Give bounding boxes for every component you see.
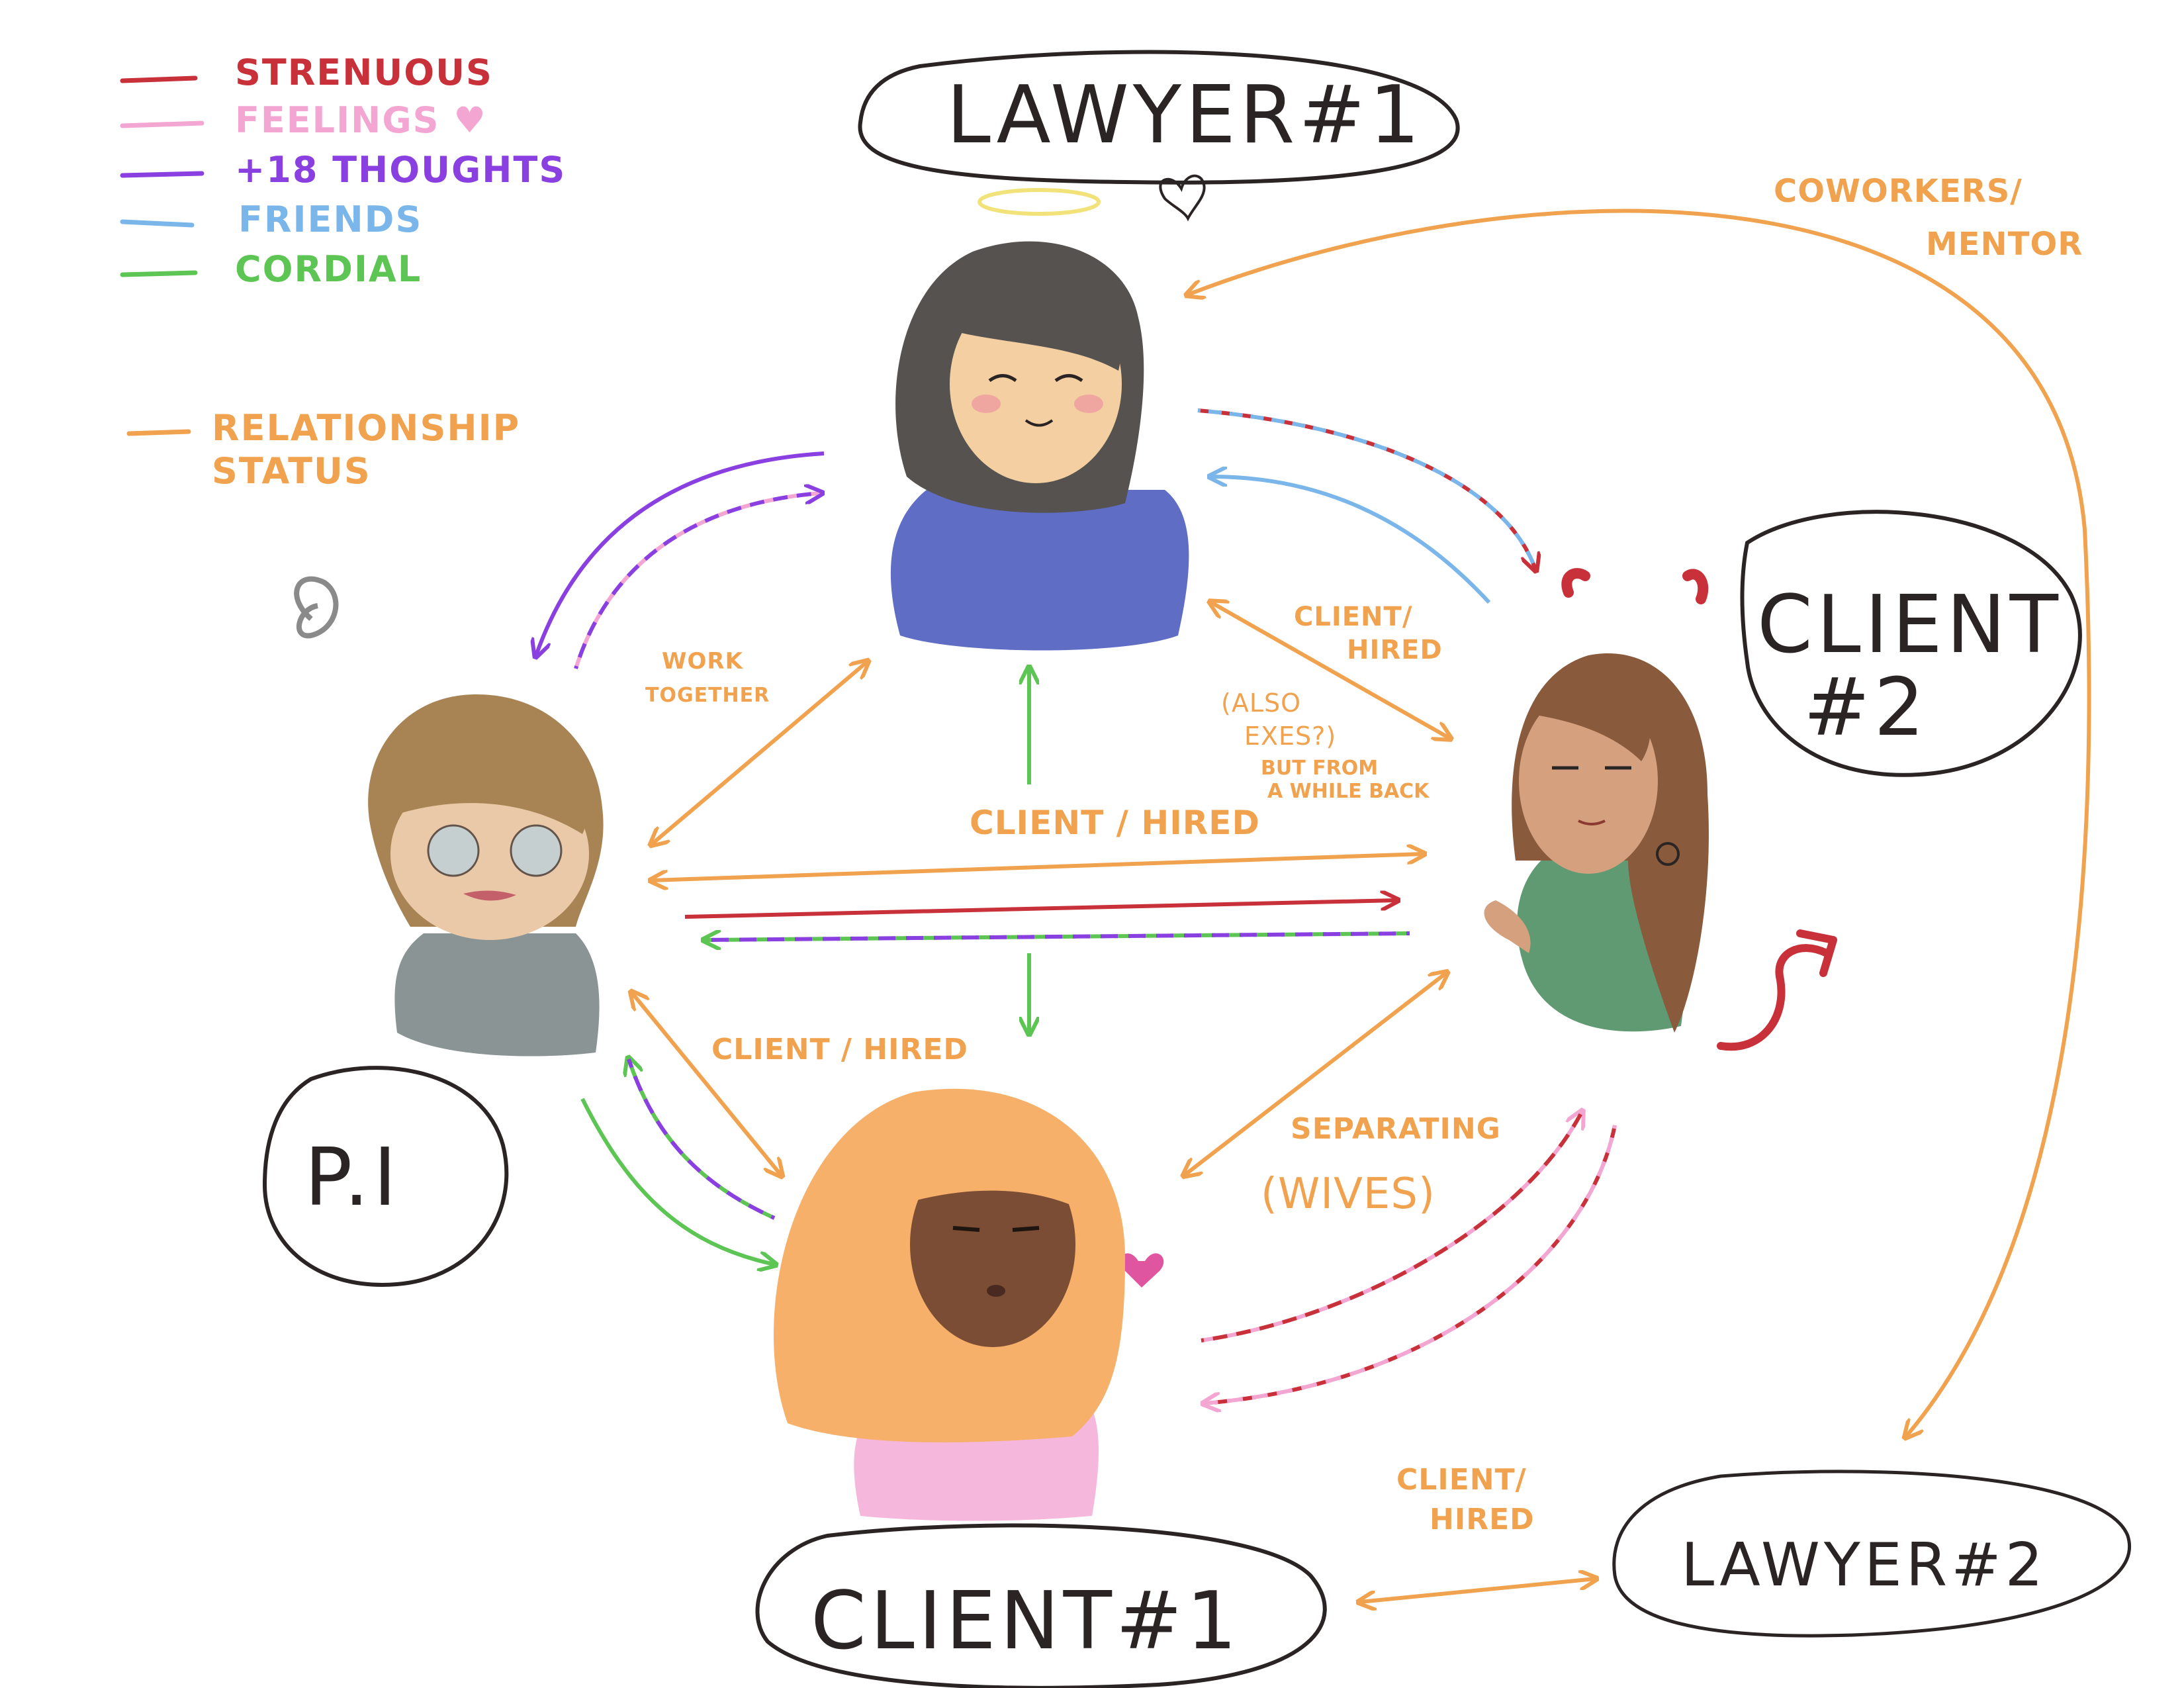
label-coworkers: COWORKERS/	[1774, 173, 2023, 210]
label-also: (ALSO	[1221, 688, 1301, 718]
devil-horn-icon	[1682, 569, 1709, 604]
lawyer1-label: LAWYER#1	[946, 70, 1424, 162]
arrow-work-together	[652, 662, 867, 844]
client1-portrait	[773, 1088, 1164, 1521]
client1-label: CLIENT#1	[811, 1575, 1241, 1667]
arrow-separating-wives	[1185, 973, 1446, 1175]
legend-label-strenuous: STRENUOUS	[235, 52, 493, 93]
legend-item-strenuous: STRENUOUS	[120, 52, 493, 93]
legend-label-friends: FRIENDS	[238, 199, 422, 240]
legend-label-18-thoughts: +18 THOUGHTS	[235, 149, 566, 191]
legend-label-feelings: FEELINGS ♥	[235, 99, 487, 141]
legend-label-relationship: RELATIONSHIP	[212, 407, 520, 449]
arrow-coworkers-mentor	[1188, 209, 2091, 1436]
scribble-frustration-icon	[294, 576, 339, 639]
label-hired-l2: HIRED	[1430, 1503, 1535, 1536]
legend: STRENUOUS FEELINGS ♥ +18 THOUGHTS FRIEND…	[120, 52, 566, 492]
heart-outline-icon	[1159, 174, 1206, 222]
label-client-hired-pi: CLIENT / HIRED	[711, 1033, 968, 1066]
arrow-pi-to-client1	[580, 1098, 774, 1264]
label-separating: SEPARATING	[1291, 1112, 1501, 1146]
label-together: TOGETHER	[645, 684, 770, 707]
legend-item-cordial: CORDIAL	[120, 248, 422, 290]
lawyer2-label: LAWYER#2	[1681, 1530, 2047, 1600]
lawyer1-portrait	[890, 174, 1206, 651]
client2-label-line2: #2	[1803, 662, 1929, 754]
legend-item-friends: FRIENDS	[120, 199, 422, 240]
arrow-lawyer1-client2-hired	[1211, 602, 1449, 738]
label-while-back: A WHILE BACK	[1267, 780, 1430, 803]
arrow-lawyer1-to-pi	[536, 451, 825, 655]
lawyer2-bubble: LAWYER#2	[1612, 1470, 2131, 1638]
devil-tail-icon	[1717, 944, 1831, 1051]
label-exes: EXES?)	[1244, 722, 1336, 751]
label-client-hired-l1: CLIENT/	[1294, 602, 1412, 632]
legend-label-cordial: CORDIAL	[235, 248, 422, 290]
legend-item-relationship-status: RELATIONSHIP STATUS	[126, 407, 520, 492]
label-work: WORK	[662, 648, 744, 675]
label-client-hired-l2: CLIENT/	[1396, 1463, 1527, 1497]
arrow-client2-to-client1	[1205, 1125, 1617, 1403]
heart-icon	[1120, 1253, 1164, 1288]
legend-item-feelings: FEELINGS ♥	[120, 99, 487, 141]
label-mentor: MENTOR	[1926, 226, 2083, 263]
arrow-client2-pi-cordial	[705, 933, 1410, 940]
legend-label-status: STATUS	[212, 450, 371, 492]
arrow-client1-to-client2	[1201, 1112, 1582, 1342]
pi-portrait	[294, 576, 604, 1056]
pi-label: P.I	[304, 1132, 400, 1224]
lawyer1-bubble: LAWYER#1	[858, 50, 1460, 185]
devil-horn-icon	[1561, 568, 1590, 598]
arrow-lawyer1-to-client2	[1197, 408, 1535, 569]
label-but-from: BUT FROM	[1261, 757, 1378, 780]
client2-label-line1: CLIENT	[1757, 579, 2062, 671]
client2-bubble: CLIENT #2	[1740, 510, 2082, 777]
label-wives: (WIVES)	[1261, 1170, 1435, 1219]
arrow-pi-client2-strenuous	[684, 900, 1396, 919]
legend-item-18-thoughts: +18 THOUGHTS	[120, 149, 566, 191]
arrow-client1-lawyer2-hired	[1360, 1579, 1595, 1602]
arrow-pi-client1-hired	[632, 993, 781, 1175]
arrow-pi-to-lawyer1	[574, 493, 821, 669]
client1-bubble: CLIENT#1	[755, 1523, 1327, 1688]
arrow-client2-to-lawyer1	[1211, 477, 1491, 604]
label-hired-l1: HIRED	[1347, 635, 1443, 665]
arrow-pi-client2-hired	[652, 854, 1423, 880]
halo-icon	[978, 188, 1101, 216]
label-client-hired-center: CLIENT / HIRED	[970, 804, 1260, 842]
pi-bubble: P.I	[262, 1066, 509, 1287]
